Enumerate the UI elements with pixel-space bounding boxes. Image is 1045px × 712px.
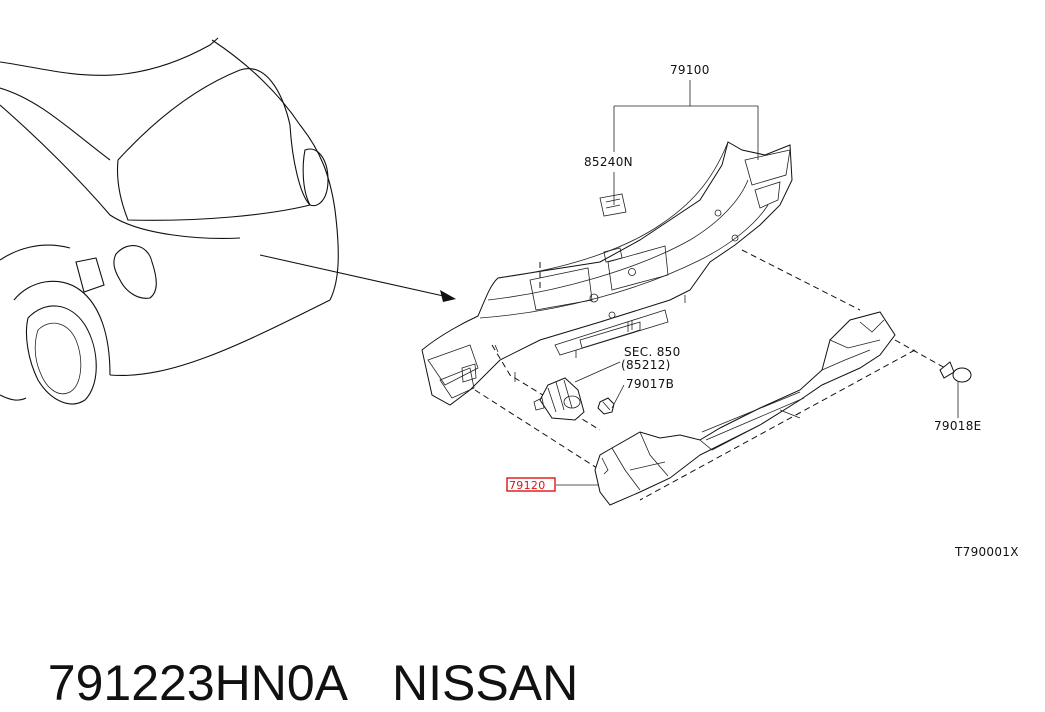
callout-lines-79100 [613,80,759,205]
part-79120 [594,311,896,506]
direction-arrow [259,254,456,302]
label-85212: (85212) [621,358,671,372]
parts-diagram: 79100 85240N SEC. 850 (85212) 79017B 790… [0,37,1019,559]
label-79018e: 79018E [934,419,982,433]
part-number: 791223HN0A [47,655,349,711]
label-sec-850: SEC. 850 [624,345,681,359]
rear-panel-assembly [421,141,793,406]
exploded-view-lines [474,249,946,501]
nut-79017b [597,384,625,415]
clip-79018e [939,361,972,418]
brand-name: NISSAN [392,655,579,711]
label-79017b: 79017B [626,377,674,391]
drawing-code: T790001X [954,545,1019,559]
highlight-box-79120 [506,477,556,492]
part-caption: 791223HN0A NISSAN [20,596,578,712]
label-79120: 79120 [509,479,546,492]
label-79100: 79100 [670,63,710,77]
speaker-component [533,361,621,421]
label-85240n: 85240N [584,155,633,169]
car-outline [0,37,339,405]
